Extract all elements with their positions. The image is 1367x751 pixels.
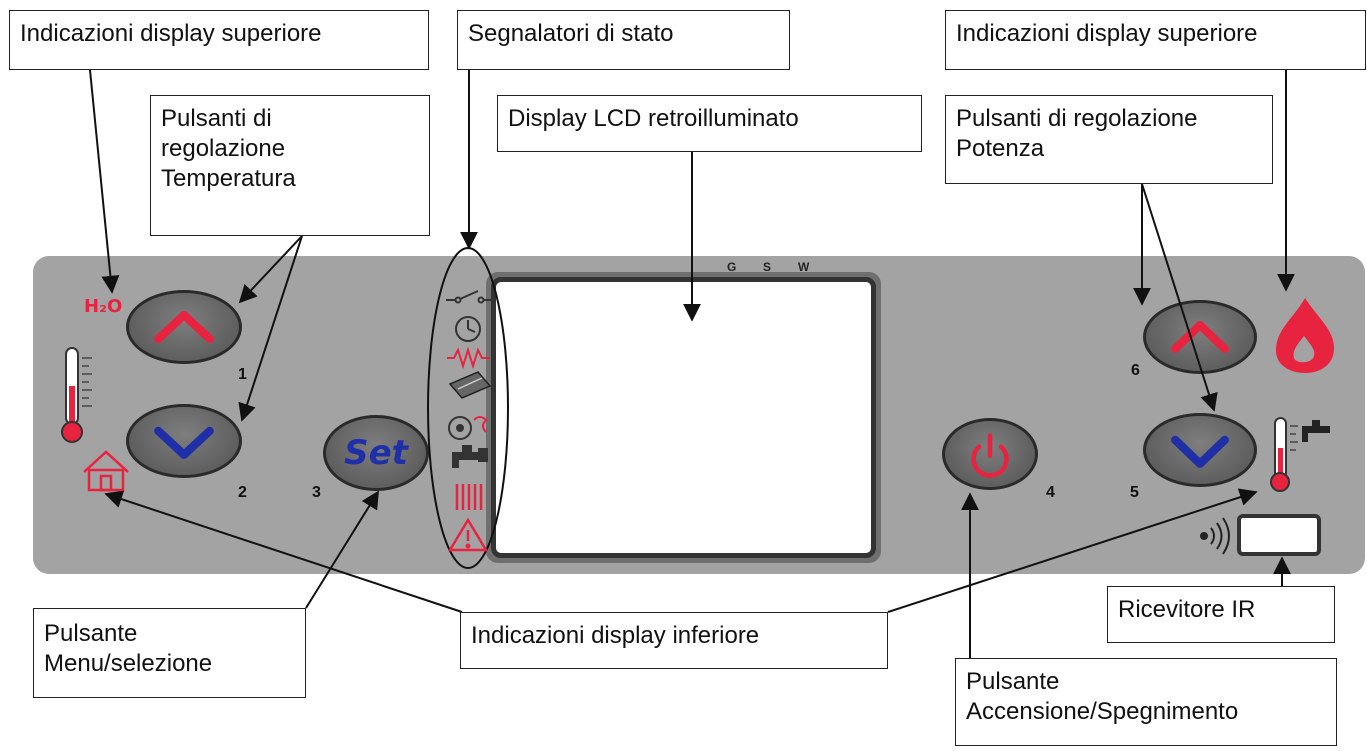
button-number-1: 1 xyxy=(238,366,247,383)
callout-menu-button: Pulsante Menu/selezione xyxy=(33,608,306,698)
button-number-3: 3 xyxy=(312,484,321,501)
power-button[interactable] xyxy=(942,418,1038,490)
callout-power-buttons: Pulsanti di regolazione Potenza xyxy=(945,95,1273,184)
button-number-6: 6 xyxy=(1131,362,1140,379)
h2o-icon: H₂O xyxy=(84,296,123,317)
ir-receiver-window xyxy=(1237,514,1321,556)
lcd-display xyxy=(491,277,876,558)
lcd-label-s: S xyxy=(763,260,772,274)
callout-onoff-button: Pulsante Accensione/Spegnimento xyxy=(955,658,1337,746)
callout-ir-receiver: Ricevitore IR xyxy=(1107,586,1335,643)
button-number-2: 2 xyxy=(238,484,247,501)
callout-lower-display: Indicazioni display inferiore xyxy=(460,612,888,669)
power-up-button[interactable] xyxy=(1143,300,1257,374)
power-icon xyxy=(971,433,1009,478)
set-label: Set xyxy=(344,433,408,473)
chevron-down-icon xyxy=(154,426,214,459)
button-number-4: 4 xyxy=(1046,484,1055,501)
set-menu-button[interactable]: Set xyxy=(323,415,429,491)
callout-upper-display-left: Indicazioni display superiore xyxy=(9,10,429,70)
callout-status-indicators: Segnalatori di stato xyxy=(457,10,790,70)
temp-down-button[interactable] xyxy=(126,404,242,478)
chevron-up-icon xyxy=(154,310,214,344)
callout-upper-display-right: Indicazioni display superiore xyxy=(945,10,1366,70)
temp-up-button[interactable] xyxy=(126,290,242,364)
power-down-button[interactable] xyxy=(1143,413,1257,487)
button-number-5: 5 xyxy=(1130,484,1139,501)
lcd-label-g: G xyxy=(727,260,737,274)
chevron-up-icon xyxy=(1171,320,1229,354)
callout-lcd-display: Display LCD retroilluminato xyxy=(497,95,922,152)
callout-temperature-buttons: Pulsanti di regolazione Temperatura xyxy=(150,95,430,236)
lcd-label-w: W xyxy=(798,260,810,274)
chevron-down-icon xyxy=(1171,435,1229,468)
